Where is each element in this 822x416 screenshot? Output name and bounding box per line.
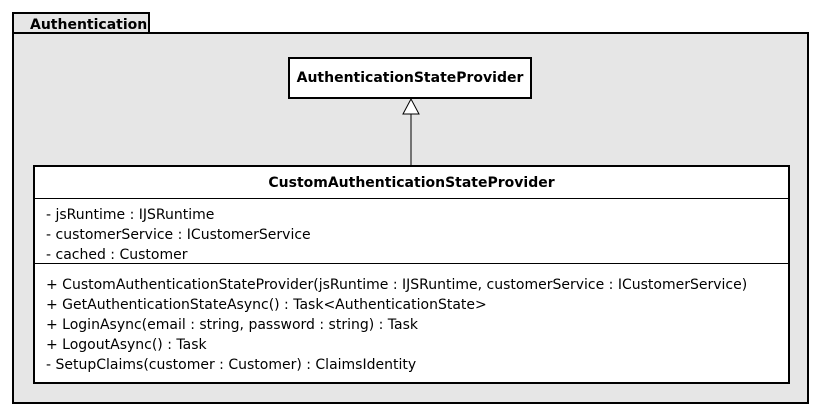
operations-compartment: + CustomAuthenticationStateProvider(jsRu… [35,264,788,375]
base-class-name: AuthenticationStateProvider [296,70,524,86]
operation-constructor: + CustomAuthenticationStateProvider(jsRu… [46,277,748,293]
attributes-compartment: - jsRuntime : IJSRuntime - customerServi… [35,199,788,264]
derived-class-header: CustomAuthenticationStateProvider [35,167,788,199]
class-custom-authentication-state-provider[interactable]: CustomAuthenticationStateProvider - jsRu… [33,165,790,384]
package-name: Authentication [30,17,148,33]
operation-login-async: + LoginAsync(email : string, password : … [46,317,419,333]
attribute-cached: - cached : Customer [46,247,188,263]
class-authentication-state-provider[interactable]: AuthenticationStateProvider [288,57,532,99]
derived-class-name: CustomAuthenticationStateProvider [268,174,555,191]
operation-logout-async: + LogoutAsync() : Task [46,337,207,353]
package-tab: Authentication [12,12,150,33]
attribute-js-runtime: - jsRuntime : IJSRuntime [46,207,215,223]
attribute-customer-service: - customerService : ICustomerService [46,227,311,243]
operation-get-authentication-state-async: + GetAuthenticationStateAsync() : Task<A… [46,297,487,313]
operation-setup-claims: - SetupClaims(customer : Customer) : Cla… [46,357,417,373]
